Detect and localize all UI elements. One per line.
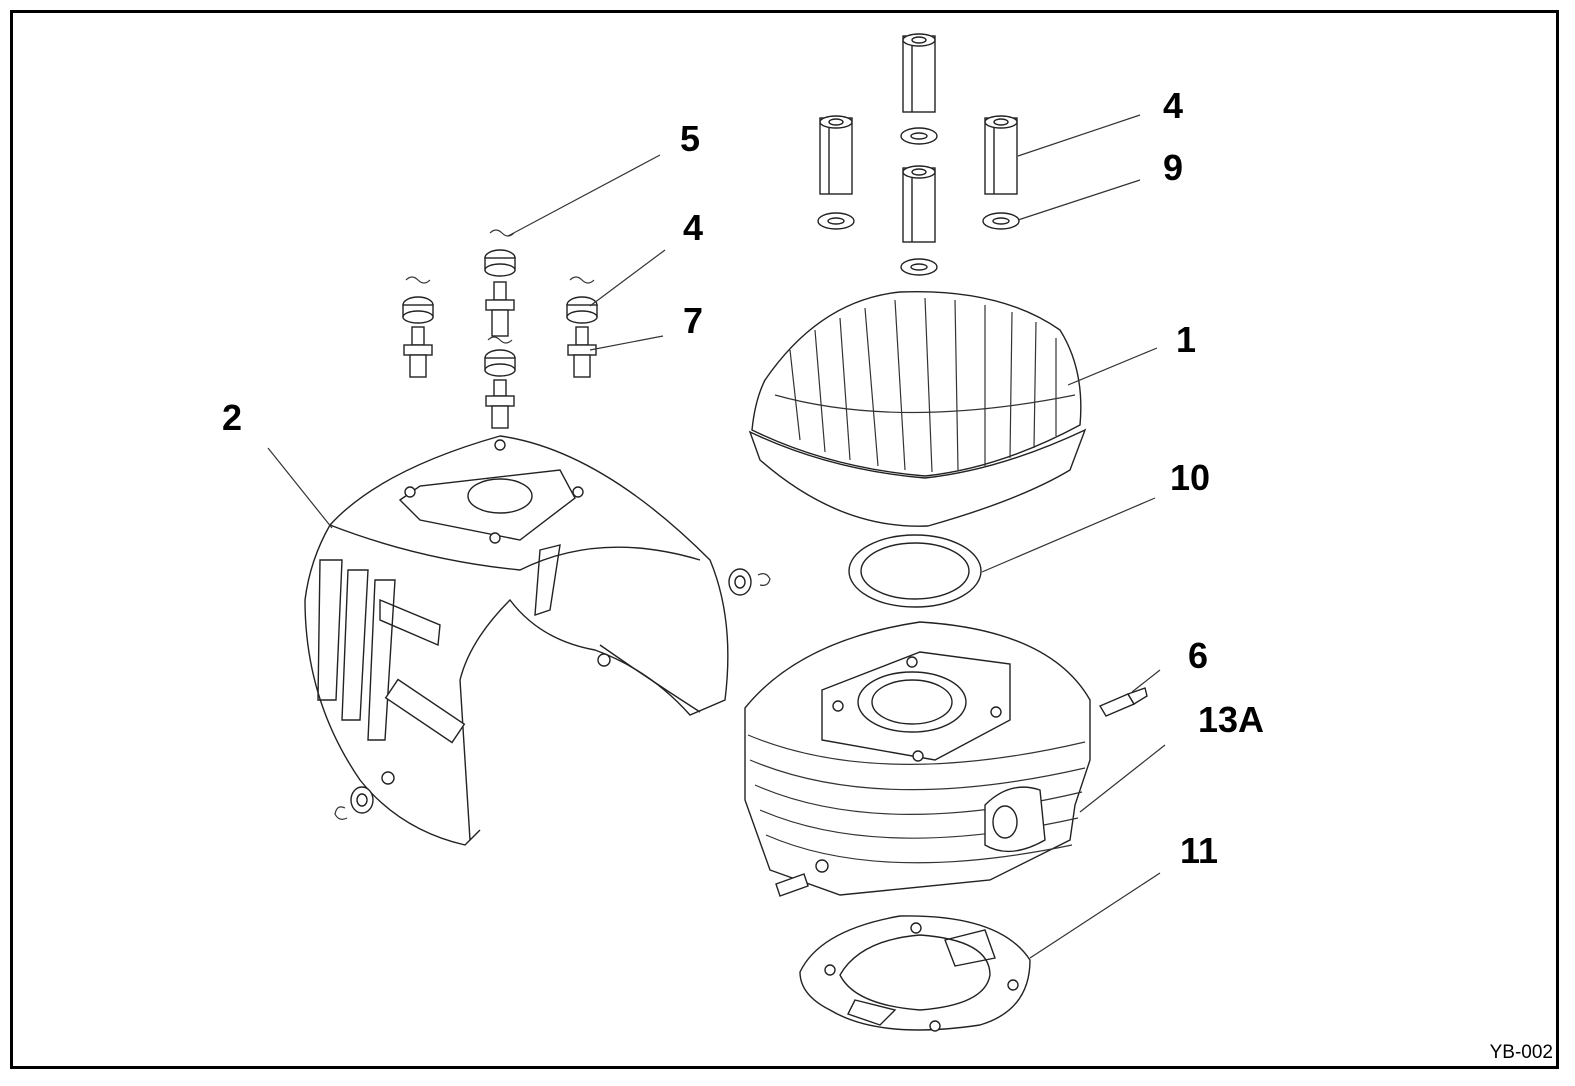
callout-3: 4 bbox=[1163, 85, 1184, 126]
callout-11: 11 bbox=[1180, 830, 1219, 871]
callout-2: 2 bbox=[222, 397, 243, 438]
head-gasket-ring bbox=[848, 534, 982, 608]
callout-5: 5 bbox=[680, 118, 701, 159]
grommets-and-pins bbox=[334, 229, 771, 820]
callout-10: 10 bbox=[1170, 457, 1211, 498]
callout-13a: 13A bbox=[1198, 699, 1265, 740]
cylinder-head bbox=[748, 290, 1087, 527]
callout-7: 7 bbox=[683, 300, 704, 341]
cooling-shroud bbox=[304, 435, 729, 846]
callout-4: 4 bbox=[683, 207, 704, 248]
callout-6: 6 bbox=[1188, 635, 1209, 676]
callout-1: 1 bbox=[1176, 319, 1197, 360]
callout-9: 9 bbox=[1163, 147, 1184, 188]
washers bbox=[817, 127, 1020, 276]
base-gasket bbox=[799, 915, 1031, 1032]
spacer-sleeves bbox=[819, 33, 1018, 243]
leader-lines bbox=[267, 114, 1166, 959]
drawing-code: YB-002 bbox=[1489, 1042, 1553, 1063]
cylinder-block bbox=[744, 621, 1148, 897]
